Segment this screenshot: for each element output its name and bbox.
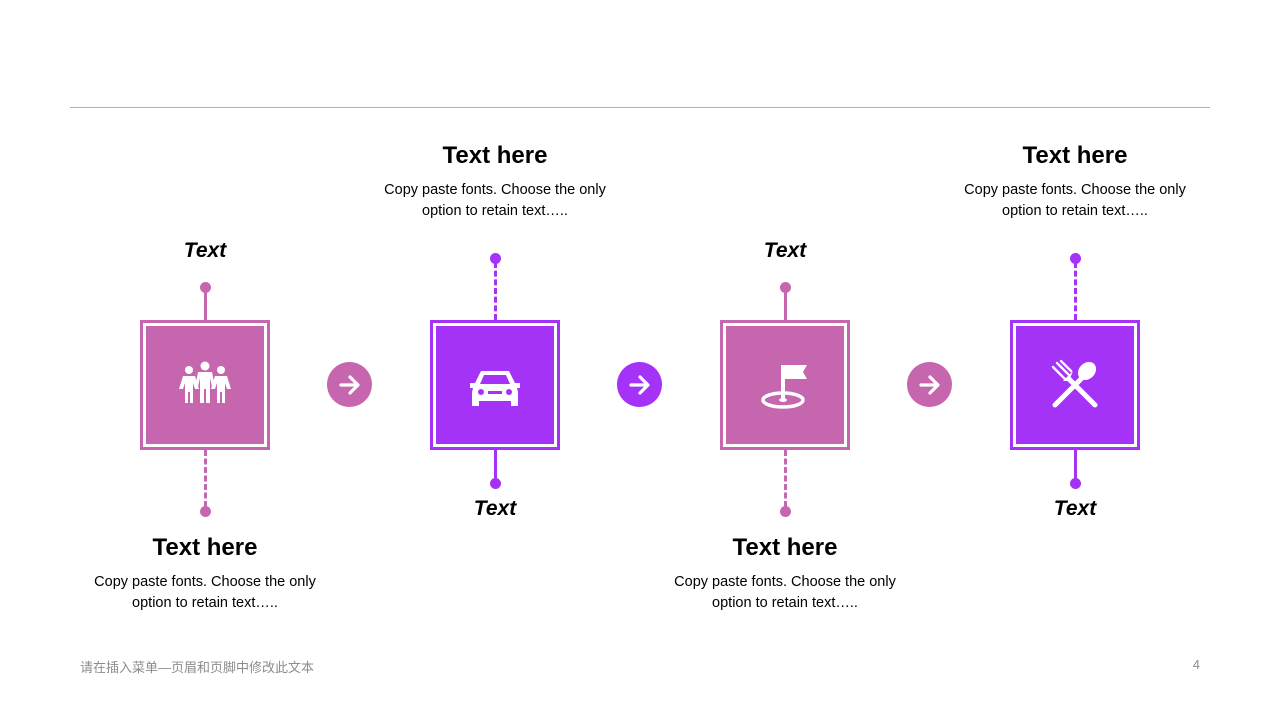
- step-4-top-dot: [1070, 253, 1081, 264]
- step-1-label: Text: [183, 239, 227, 262]
- footer-note: 请在插入菜单—页眉和页脚中修改此文本: [80, 660, 315, 675]
- step-1-title: Text here: [152, 534, 258, 561]
- step-1-top-dot: [200, 282, 211, 293]
- step-3-label: Text: [763, 239, 807, 262]
- step-3-description: Copy paste fonts. Choose the only option…: [674, 574, 896, 611]
- step-1-bottom-dot: [200, 506, 211, 517]
- arrow-right-icon: [918, 374, 940, 395]
- step-4-bottom-dot: [1070, 478, 1081, 489]
- step-2: Text here Copy paste fonts. Choose the o…: [365, 0, 625, 720]
- step-2-description: Copy paste fonts. Choose the only option…: [384, 182, 606, 219]
- page-number: 4: [1192, 657, 1200, 672]
- arrow-3: [907, 362, 952, 407]
- step-1-bottom-stem: [204, 450, 207, 507]
- fork-spoon-icon: [1051, 359, 1098, 408]
- step-3-bottom-dot: [780, 506, 791, 517]
- step-2-title: Text here: [442, 142, 548, 169]
- step-3-title: Text here: [732, 534, 838, 561]
- step-1-description: Copy paste fonts. Choose the only option…: [94, 574, 316, 611]
- step-4-label: Text: [1053, 497, 1097, 520]
- car-icon: [470, 371, 520, 406]
- step-2-box: [430, 320, 560, 450]
- arrow-right-icon: [628, 374, 650, 395]
- step-4: Text here Copy paste fonts. Choose the o…: [945, 0, 1205, 720]
- step-3-top-dot: [780, 282, 791, 293]
- family-icon: [179, 361, 231, 403]
- step-2-label: Text: [473, 497, 517, 520]
- step-4-description: Copy paste fonts. Choose the only option…: [964, 182, 1186, 219]
- step-3: Text Text here Copy paste fonts. Choose …: [655, 0, 915, 720]
- step-2-bottom-dot: [490, 478, 501, 489]
- step-4-bottom-stem: [1074, 450, 1077, 480]
- step-1-top-stem: [204, 290, 207, 320]
- top-divider: [70, 107, 1210, 108]
- step-3-bottom-stem: [784, 450, 787, 507]
- step-4-box: [1010, 320, 1140, 450]
- step-3-top-stem: [784, 290, 787, 320]
- arrow-1: [327, 362, 372, 407]
- golf-flag-icon: [761, 365, 807, 409]
- arrow-right-icon: [338, 374, 360, 395]
- step-2-top-dot: [490, 253, 501, 264]
- step-4-top-stem: [1074, 262, 1077, 320]
- step-2-top-stem: [494, 262, 497, 320]
- step-4-title: Text here: [1022, 142, 1128, 169]
- step-1: Text Text here Copy paste fonts. Choose …: [75, 0, 335, 720]
- arrow-2: [617, 362, 662, 407]
- step-1-box: [140, 320, 270, 450]
- step-2-bottom-stem: [494, 450, 497, 480]
- step-3-box: [720, 320, 850, 450]
